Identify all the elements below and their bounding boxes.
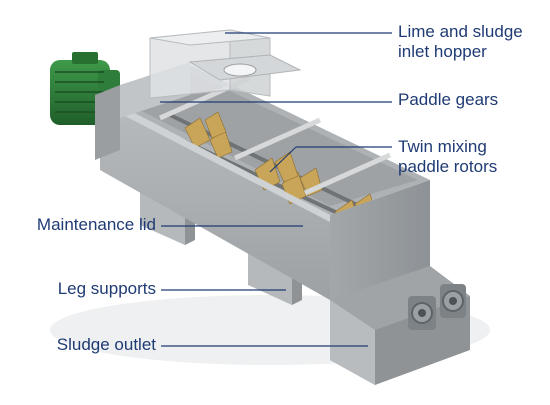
label-mixing-rotors-line2: paddle rotors [398, 157, 498, 176]
label-paddle-gears: Paddle gears [398, 90, 499, 109]
label-inlet-hopper: Lime and sludge inlet hopper [398, 22, 523, 62]
label-mixing-rotors-line1: Twin mixing [398, 137, 487, 156]
sludge-outlet-front [330, 300, 375, 385]
trough-front-side [100, 95, 330, 300]
label-maintenance-lid: Maintenance lid [36, 215, 156, 234]
leader-rotors-diag [269, 146, 297, 173]
bearing-left [408, 296, 436, 330]
trough-front-lip [100, 95, 330, 222]
bearing-right [440, 284, 466, 318]
leader-lines [160, 32, 392, 347]
label-inlet-hopper-line1: Lime and sludge [398, 22, 523, 41]
inlet-hopper [149, 29, 302, 99]
gear-box [95, 85, 120, 160]
sludge-outlet-side [375, 296, 470, 385]
label-inlet-hopper-line2: inlet hopper [398, 42, 487, 61]
label-sludge-outlet: Sludge outlet [56, 335, 156, 354]
label-mixing-rotors: Twin mixing paddle rotors [398, 137, 497, 177]
label-leg-supports: Leg supports [57, 279, 156, 298]
